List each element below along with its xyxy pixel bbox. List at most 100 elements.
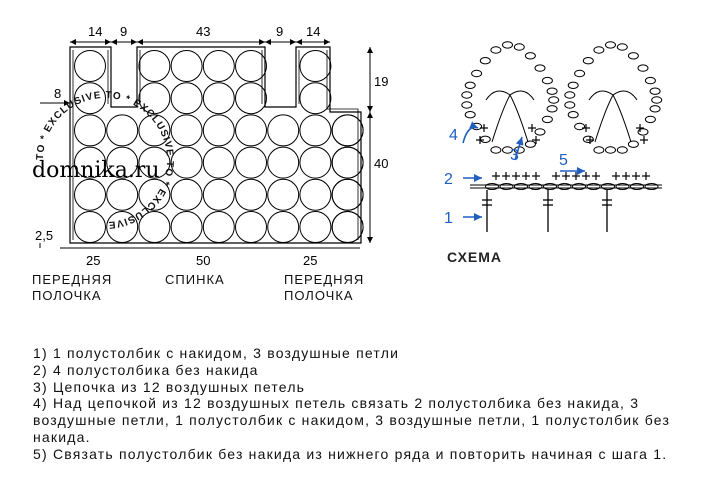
scheme-marker-2: 2 (444, 171, 453, 188)
motif-circle (74, 50, 106, 82)
petal-chain-stitch (637, 128, 649, 136)
petal-chain-stitch (649, 87, 661, 95)
watermark-site: domnika.ru (32, 158, 160, 183)
petal-chain-stitch (524, 52, 536, 60)
motif-circle (235, 114, 267, 147)
motif-circle (138, 114, 171, 147)
petal-chain-stitch (605, 146, 616, 154)
motif-circle (299, 146, 332, 179)
chain-stitch (586, 183, 601, 190)
petal-stem (491, 93, 529, 143)
petal-chain-stitch (605, 41, 616, 49)
dim-left-bottom: 2,5 (35, 228, 53, 243)
petal-chain-stitch (479, 57, 491, 65)
motif-circle (202, 178, 235, 211)
motif-circle (138, 82, 171, 115)
dim-top-right-front: 14 (306, 24, 320, 39)
scheme-marker-4: 4 (449, 127, 458, 144)
motif-circle (299, 50, 332, 82)
dim-top-left-gap: 9 (120, 24, 127, 39)
motif-circle (299, 178, 332, 211)
scheme-marker-3: 3 (510, 147, 519, 164)
petal-chain-stitch (593, 46, 605, 54)
petal-chain-stitch (649, 105, 661, 113)
motif-circle (299, 211, 332, 243)
petal-chain-stitch (461, 91, 473, 99)
chain-stitch (601, 183, 615, 190)
petal-stem (588, 90, 614, 101)
motif-circle (74, 178, 106, 211)
petal-chain-stitch (461, 101, 473, 109)
motif-circle (106, 211, 139, 243)
motif-circle (106, 178, 139, 211)
panel-left-label: ПЕРЕДНЯЯ ПОЛОЧКА (32, 272, 112, 304)
petal-chain-stitch (490, 146, 502, 154)
chain-stitch (644, 183, 659, 190)
chain-stitch (485, 183, 499, 190)
petal-chain-stitch (534, 64, 546, 72)
panel-left-line2: ПОЛОЧКА (32, 288, 102, 303)
petal-chain-stitch (593, 146, 605, 154)
chain-stitch (615, 183, 630, 190)
petal-chain-stitch (644, 76, 656, 85)
panel-middle-label: СПИНКА (165, 272, 225, 287)
motif-circle (138, 178, 171, 211)
motif-circle (138, 146, 171, 179)
dimension-labels: 14 9 43 9 14 19 40 8 2,5 25 50 25 (35, 24, 388, 268)
petal-chain-stitch (574, 69, 586, 78)
instruction-step-1: 1) 1 полустолбик с накидом, 3 воздушные … (33, 345, 400, 361)
petal-chain-stitch (548, 96, 560, 104)
motif-circle (170, 50, 203, 82)
instructions-list: 1) 1 полустолбик с накидом, 3 воздушные … (33, 345, 683, 463)
petal-chain-stitch (534, 128, 546, 136)
chain-stitch (499, 183, 514, 190)
petal-stem (509, 90, 535, 101)
instruction-step-3: 3) Цепочка из 12 воздушных петель (33, 378, 306, 395)
motif-circle (267, 211, 300, 243)
motif-circle (235, 146, 267, 179)
motif-circle (235, 211, 267, 243)
petal-chain-stitch (541, 76, 553, 85)
instruction-step-2: 2) 4 полустолбика без накида (33, 361, 259, 378)
panel-right-label: ПЕРЕДНЯЯ ПОЛОЧКА (284, 272, 364, 304)
petal-chain-stitch (582, 57, 594, 65)
motif-circle (202, 211, 235, 243)
dim-bottom-left: 25 (86, 253, 100, 268)
motif-circle (74, 146, 106, 179)
motif-circle (202, 50, 235, 82)
motif-circle (331, 211, 364, 243)
dim-top-right-gap: 9 (276, 24, 283, 39)
dim-bottom-right: 25 (303, 253, 317, 268)
scheme-title: СХЕМА (447, 249, 502, 265)
motif-circle (235, 50, 267, 82)
scheme-arrows (462, 121, 585, 221)
petal-chain-stitch (627, 140, 639, 148)
motif-circle (331, 178, 364, 211)
crochet-scheme (461, 41, 663, 232)
panel-right-line2: ПОЛОЧКА (284, 288, 354, 303)
motif-circle (106, 146, 139, 179)
motif-circle (74, 82, 106, 115)
petal-chain-stitch (490, 46, 502, 54)
dim-right-upper: 19 (374, 74, 388, 89)
chain-stitch (572, 183, 586, 190)
motif-circle (267, 146, 300, 179)
petal-chain-stitch (564, 91, 576, 99)
chain-stitch (528, 183, 543, 190)
panel-left-line1: ПЕРЕДНЯЯ (32, 272, 113, 287)
chain-stitch (557, 183, 572, 190)
scheme-marker-5: 5 (559, 152, 568, 169)
motif-circle (267, 178, 300, 211)
petal-chain-stitch (567, 111, 579, 119)
dimension-lines (39, 39, 373, 249)
petal-chain-stitch (464, 81, 476, 90)
panel-right-line1: ПЕРЕДНЯЯ (284, 272, 365, 287)
petal-chain-stitch (502, 146, 513, 154)
petal-chain-stitch (479, 135, 491, 144)
petal-chain-stitch (471, 122, 483, 131)
petal-chain-stitch (546, 87, 558, 95)
motif-circle (331, 114, 364, 147)
motif-circle (299, 82, 332, 115)
dim-left-inset: 8 (54, 86, 61, 101)
scheme-markers: 1 2 3 4 5 (444, 127, 568, 227)
